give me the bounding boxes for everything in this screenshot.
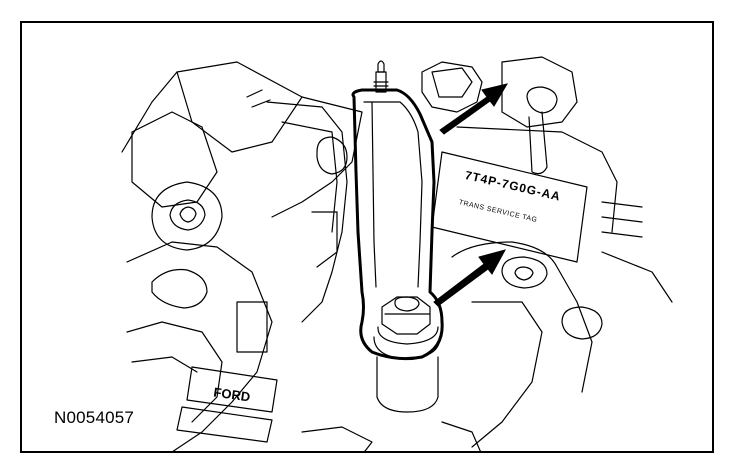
nut-fastener — [373, 296, 441, 413]
lower-casting — [126, 241, 273, 451]
brand-text: FORD — [213, 385, 252, 405]
mount-boss — [151, 181, 223, 251]
part-number: 7T4P-7G0G-AA — [464, 168, 563, 204]
tag-caption: TRANS SERVICE TAG — [458, 199, 538, 224]
upper-right-sensor — [421, 61, 483, 113]
service-tag-plate: 7T4P-7G0G-AA TRANS SERVICE TAG — [431, 151, 588, 263]
callout-arrow-upper — [439, 83, 509, 135]
illustration-frame: 7T4P-7G0G-AA TRANS SERVICE TAG — [20, 21, 714, 453]
transmission-illustration: 7T4P-7G0G-AA TRANS SERVICE TAG — [121, 56, 673, 451]
stud-top — [373, 60, 389, 93]
right-casting — [451, 241, 593, 393]
figure-id-label: N0054057 — [54, 408, 135, 427]
center-bracket — [266, 101, 348, 323]
highlighted-bracket-outline — [351, 88, 444, 361]
callout-arrow-lower — [433, 249, 506, 307]
brand-plate: FORD — [176, 366, 278, 443]
housing-rib — [176, 71, 303, 153]
housing-rib-2 — [131, 111, 218, 208]
housing-outline — [121, 61, 363, 218]
